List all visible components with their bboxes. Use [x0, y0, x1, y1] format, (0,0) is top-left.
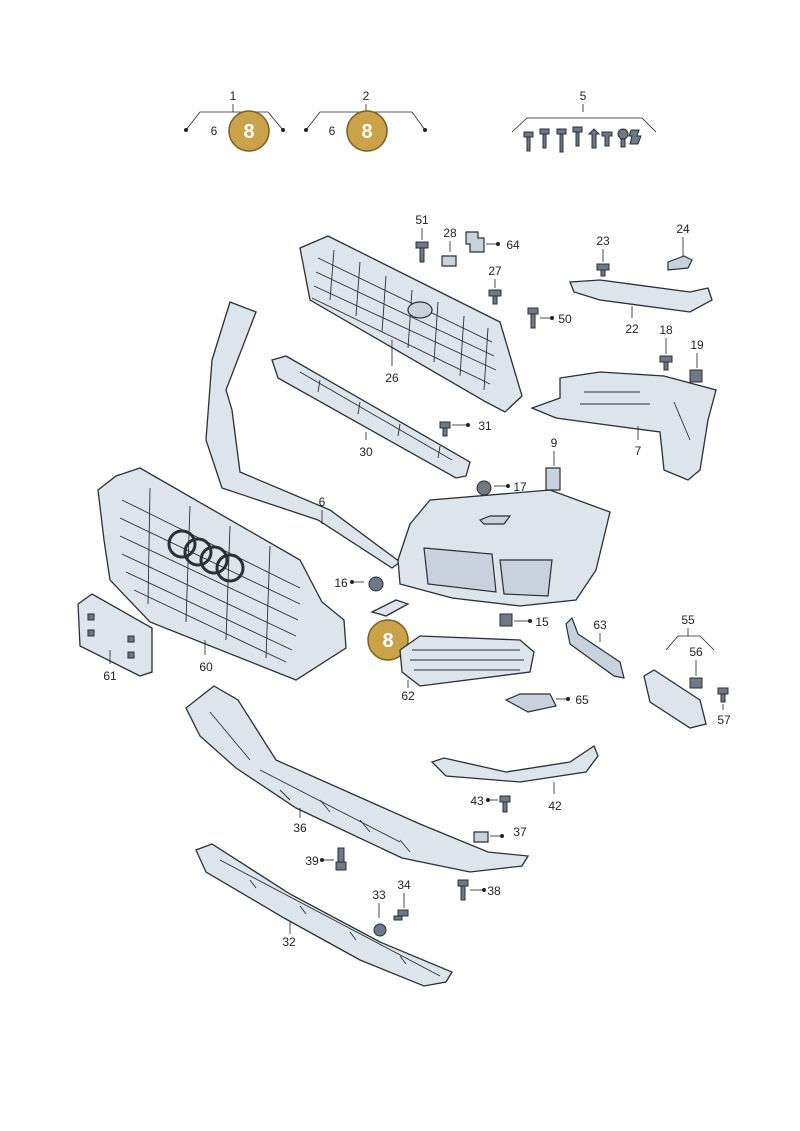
label-18: 18: [659, 323, 673, 337]
label-24: 24: [676, 222, 690, 236]
kit-group-2: 2 6 8: [304, 89, 427, 152]
clip-28: 28: [441, 226, 457, 267]
label-62: 62: [401, 689, 415, 703]
label-34: 34: [397, 878, 411, 892]
trim-22: 22: [569, 279, 713, 336]
label-43: 43: [470, 794, 484, 808]
trim-strip-42: 42: [430, 745, 599, 813]
screws-icon: [523, 126, 642, 153]
screw-38: 38: [457, 879, 501, 901]
label-22: 22: [625, 322, 639, 336]
label-26: 26: [385, 371, 399, 385]
label-32: 32: [282, 935, 296, 949]
label-16: 16: [334, 576, 348, 590]
label-28: 28: [443, 226, 457, 240]
bumper-carrier-36: 36: [185, 685, 530, 873]
brand-rings-icon: [167, 529, 245, 583]
plate-bracket-61: 61: [77, 593, 153, 683]
nut-16: 16: [334, 576, 384, 592]
air-duct-30: 30: [271, 355, 471, 479]
svg-text:8: 8: [361, 121, 372, 143]
label-27: 27: [488, 264, 502, 278]
label-5: 5: [580, 89, 587, 103]
label-39: 39: [305, 854, 319, 868]
label-56: 56: [689, 645, 703, 659]
label-6-kit1: 6: [211, 124, 218, 138]
label-9: 9: [551, 436, 558, 450]
bolt-51: 51: [415, 213, 429, 263]
clip-19: 19: [689, 338, 704, 383]
label-51: 51: [415, 213, 429, 227]
label-1: 1: [230, 89, 237, 103]
svg-text:8: 8: [243, 121, 254, 143]
fastener-kit-5: 5: [511, 89, 657, 153]
label-65: 65: [575, 693, 589, 707]
trim-65: 65: [504, 693, 589, 713]
label-31: 31: [478, 419, 492, 433]
label-36: 36: [293, 821, 307, 835]
screw-18: 18: [659, 323, 673, 371]
label-61: 61: [103, 669, 117, 683]
upper-grille-26: 26: [299, 235, 523, 413]
tow-hook-cover: 8: [367, 599, 410, 661]
clip-15: 15: [499, 613, 549, 629]
fog-grille-62: 62: [399, 635, 535, 703]
corner-bracket-55: 55 56 57: [643, 613, 731, 729]
side-bracket-7: 7: [530, 371, 717, 481]
clip-9: 9: [545, 436, 561, 491]
screw-34: 34: [393, 878, 411, 921]
badge-8-cover: 8: [367, 619, 409, 661]
label-6-kit2: 6: [329, 124, 336, 138]
label-15: 15: [535, 615, 549, 629]
clip-24: 24: [667, 222, 693, 271]
nut-17: 17: [476, 480, 527, 496]
badge-8-kit2: 8: [346, 110, 388, 152]
label-17: 17: [513, 480, 527, 494]
label-7: 7: [635, 444, 642, 458]
label-38: 38: [487, 884, 501, 898]
kit-group-1: 1 6 8: [184, 89, 285, 152]
bolt-50: 50: [527, 307, 572, 329]
label-42: 42: [548, 799, 562, 813]
clip-37: 37: [473, 825, 527, 843]
label-19: 19: [690, 338, 704, 352]
screw-27: 27: [488, 264, 502, 305]
underbody-guard-32: 32: [195, 843, 453, 987]
badge-8-kit1: 8: [228, 110, 270, 152]
label-63: 63: [593, 618, 607, 632]
label-2: 2: [363, 89, 370, 103]
bracket-64: 64: [465, 231, 520, 253]
label-55: 55: [681, 613, 695, 627]
bumper-cover: [397, 489, 611, 607]
label-60: 60: [199, 660, 213, 674]
bracket-63: 63: [565, 616, 625, 679]
label-23: 23: [596, 234, 610, 248]
label-50: 50: [558, 312, 572, 326]
lower-grille-60: 60: [97, 467, 347, 681]
screw-43: 43: [470, 794, 511, 813]
svg-text:8: 8: [382, 630, 393, 652]
label-33: 33: [372, 888, 386, 902]
nut-33: 33: [372, 888, 387, 937]
label-64: 64: [506, 238, 520, 252]
label-37: 37: [513, 825, 527, 839]
label-6-strip: 6: [319, 495, 326, 509]
screw-31: 31: [439, 419, 492, 437]
label-57: 57: [717, 713, 731, 727]
bracket-23: 23: [596, 234, 610, 277]
screw-39: 39: [305, 847, 347, 871]
label-30: 30: [359, 445, 373, 459]
